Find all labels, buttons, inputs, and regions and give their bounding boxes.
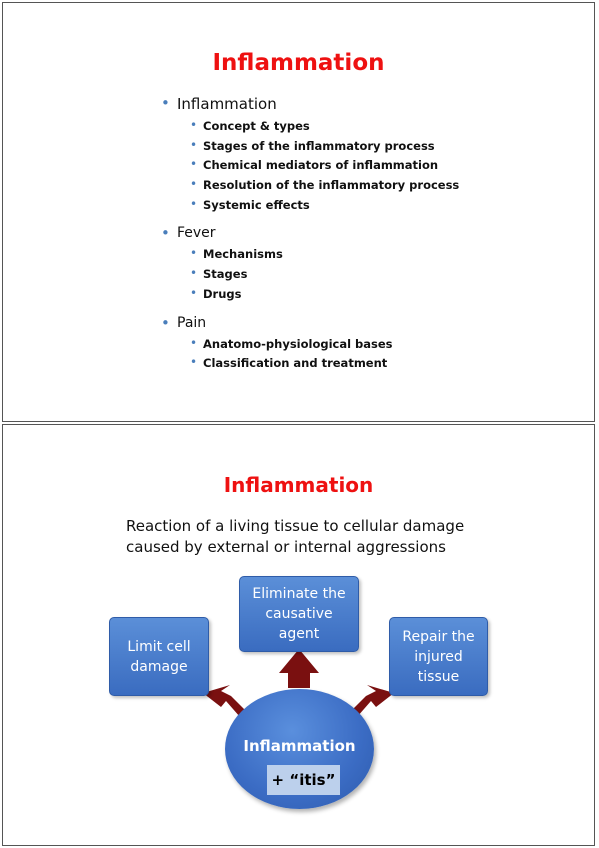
slide-1-title: Inflammation	[212, 50, 385, 76]
slide-2-title: Inflammation	[223, 473, 374, 497]
outline-item-fever: • Fever •Mechanisms •Stages •Drugs	[161, 224, 459, 306]
arrow-up-left-icon	[203, 685, 246, 717]
topic-outline: • Inflammation •Concept & types •Stages …	[161, 94, 460, 384]
sublist: •Mechanisms •Stages •Drugs	[177, 246, 459, 306]
sublist-item: •Chemical mediators of inflammation	[190, 157, 439, 173]
sublist-item: •Stages of the inflammatory process	[190, 137, 435, 153]
bullet-icon: •	[190, 285, 198, 300]
bullet-icon: •	[190, 137, 198, 152]
bullet-icon: •	[190, 118, 198, 132]
bullet-icon: •	[190, 246, 198, 261]
outline-item-pain: • Pain •Anatomo-physiological bases •Cla…	[161, 313, 459, 376]
outline-label: Fever	[177, 225, 216, 242]
sublist-item: •Mechanisms	[190, 246, 283, 262]
sublist: •Anatomo-physiological bases •Classifica…	[177, 335, 459, 376]
bullet-icon: •	[190, 196, 198, 211]
slide-2: Inflammation Reaction of a living tissue…	[2, 424, 595, 846]
bullet-icon: •	[190, 355, 198, 370]
definition-text: Reaction of a living tissue to cellular …	[126, 516, 486, 558]
sublist-item: •Drugs	[190, 285, 242, 301]
eliminate-agent-box: Eliminate the causative agent	[239, 576, 359, 652]
outline-label: Pain	[177, 314, 207, 331]
itis-suffix-badge: + “itis”	[267, 765, 340, 795]
arrow-up-right-icon	[351, 685, 394, 717]
arrows-diagram	[203, 649, 394, 717]
bullet-icon: •	[161, 94, 170, 112]
bullet-icon: •	[161, 224, 170, 243]
bullet-icon: •	[190, 177, 198, 192]
bullet-icon: •	[190, 157, 198, 172]
limit-cell-damage-box: Limit cell damage	[109, 617, 209, 696]
bullet-icon: •	[190, 266, 198, 281]
sublist-item: •Classification and treatment	[190, 355, 388, 371]
bullet-icon: •	[190, 335, 198, 350]
repair-tissue-box: Repair the injured tissue	[389, 617, 488, 696]
arrow-up-icon	[279, 649, 319, 688]
definition-line: Reaction of a living tissue to cellular …	[126, 517, 465, 535]
sublist-item: •Concept & types	[190, 118, 310, 133]
definition-line: caused by external or internal aggressio…	[126, 538, 446, 556]
inflammation-core-label: Inflammation	[243, 737, 356, 755]
outline-label: Inflammation	[177, 95, 277, 113]
sublist-item: •Stages	[190, 266, 248, 282]
sublist-item: •Systemic effects	[190, 196, 310, 212]
bullet-icon: •	[161, 313, 170, 332]
sublist-item: •Anatomo-physiological bases	[190, 335, 393, 351]
sublist-item: •Resolution of the inflammatory process	[190, 177, 460, 193]
slide-1: Inflammation • Inflammation •Concept & t…	[2, 2, 595, 422]
sublist: •Concept & types •Stages of the inflamma…	[177, 118, 460, 217]
outline-item-inflammation: • Inflammation •Concept & types •Stages …	[161, 94, 460, 217]
